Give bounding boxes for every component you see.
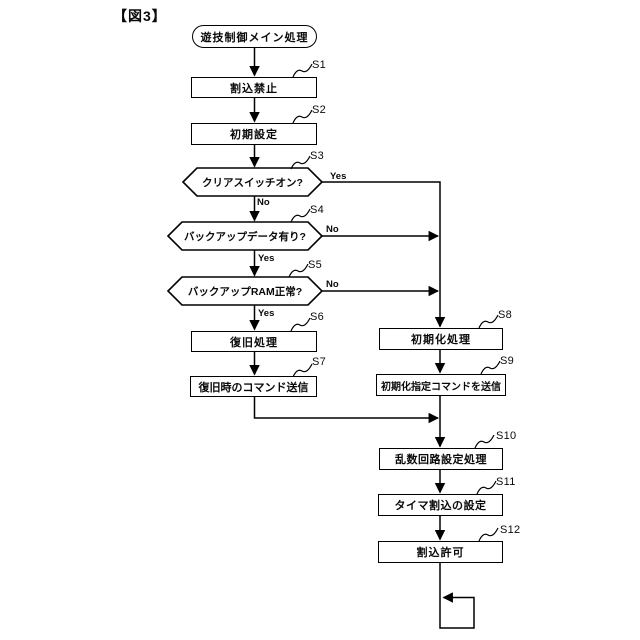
step-ref-squiggle-s5 xyxy=(289,264,308,277)
step-ref-squiggle-s8 xyxy=(479,315,498,328)
step-ref-squiggle-s9 xyxy=(481,361,500,374)
step-ref-squiggle-s2 xyxy=(293,110,312,123)
step-id-s4: S4 xyxy=(310,204,325,216)
decision-shape-s3 xyxy=(183,168,322,196)
branch-label-s5-yes: Yes xyxy=(258,308,275,319)
branch-label-s3-yes: Yes xyxy=(330,171,347,182)
decision-shape-s5 xyxy=(168,277,322,305)
node-s1: 割込禁止 xyxy=(191,77,317,98)
figure-label: 【図3】 xyxy=(113,8,167,24)
step-id-s3: S3 xyxy=(310,150,325,162)
step-id-s1: S1 xyxy=(312,59,327,71)
branch-label-s4-yes: Yes xyxy=(258,253,275,264)
branch-label-s4-no: No xyxy=(326,224,339,235)
step-ref-squiggle-s3 xyxy=(291,156,310,169)
node-s11: タイマ割込の設定 xyxy=(378,494,503,516)
edge-s12-loop xyxy=(440,563,474,628)
branch-label-s3-no: No xyxy=(257,197,270,208)
node-s7: 復旧時のコマンド送信 xyxy=(190,376,317,397)
node-s4-label: バックアップデータ有り? xyxy=(184,230,306,243)
edge-s7-merge xyxy=(255,397,440,424)
step-ref-squiggle-s10 xyxy=(475,435,494,448)
step-id-s7: S7 xyxy=(312,356,327,368)
node-s6: 復旧処理 xyxy=(191,331,317,352)
step-ref-squiggle-s12 xyxy=(479,528,498,541)
node-s8: 初期化処理 xyxy=(379,328,503,350)
node-s10: 乱数回路設定処理 xyxy=(379,448,503,470)
node-s9: 初期化指定コマンドを送信 xyxy=(376,374,506,396)
node-s2: 初期設定 xyxy=(191,123,317,145)
step-id-s11: S11 xyxy=(496,476,516,488)
node-start: 遊技制御メイン処理 xyxy=(192,25,317,48)
step-id-s12: S12 xyxy=(500,524,521,536)
step-ref-squiggle-s4 xyxy=(291,209,310,222)
step-id-s10: S10 xyxy=(496,430,517,442)
step-id-s2: S2 xyxy=(312,104,327,116)
node-s12: 割込許可 xyxy=(378,541,503,563)
step-ref-squiggle-s11 xyxy=(477,481,496,494)
step-id-s5: S5 xyxy=(308,259,323,271)
step-id-s9: S9 xyxy=(500,355,515,367)
decision-shape-s4 xyxy=(168,222,322,250)
step-ref-squiggle-s7 xyxy=(293,364,312,377)
edge-s3-yes xyxy=(322,182,446,328)
step-id-s6: S6 xyxy=(310,311,325,323)
node-s3-label: クリアスイッチオン? xyxy=(202,176,303,189)
step-id-s8: S8 xyxy=(498,309,513,321)
step-ref-squiggle-s1 xyxy=(293,64,312,77)
branch-label-s5-no: No xyxy=(326,279,339,290)
step-ref-squiggle-s6 xyxy=(291,318,310,331)
node-s5-label: バックアップRAM正常? xyxy=(187,285,303,298)
